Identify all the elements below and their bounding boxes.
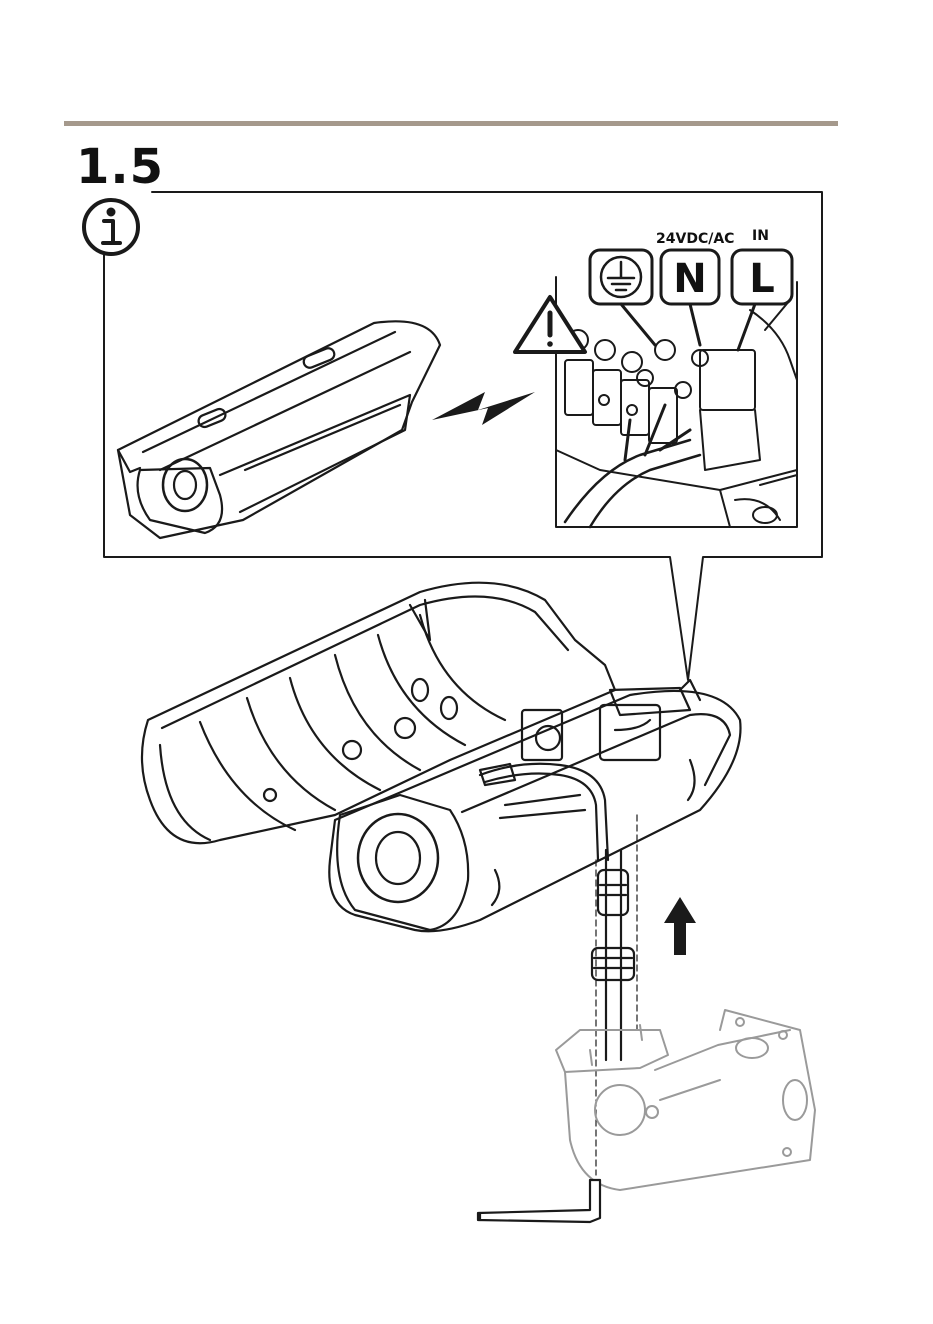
info-icon: [84, 200, 138, 254]
hex-key-tool: [478, 1180, 600, 1222]
electric-hazard-icon: [432, 392, 535, 425]
l-terminal-label: L: [732, 250, 792, 350]
l-label: L: [749, 256, 775, 302]
ground-icon: [590, 250, 655, 345]
housing-lid-open: [142, 583, 615, 844]
wall-bracket: [556, 1010, 815, 1190]
warning-icon: [515, 297, 585, 352]
housing-body-open: [329, 680, 740, 931]
cable-gland: [592, 850, 634, 1060]
n-label: N: [673, 256, 706, 302]
arrow-up-icon: [664, 897, 696, 955]
n-terminal-label: N: [661, 250, 719, 345]
camera-housing-closed: [118, 321, 440, 538]
in-label: IN: [752, 228, 769, 244]
terminal-detail: [556, 277, 797, 527]
voltage-label: 24VDC/AC: [656, 231, 734, 247]
